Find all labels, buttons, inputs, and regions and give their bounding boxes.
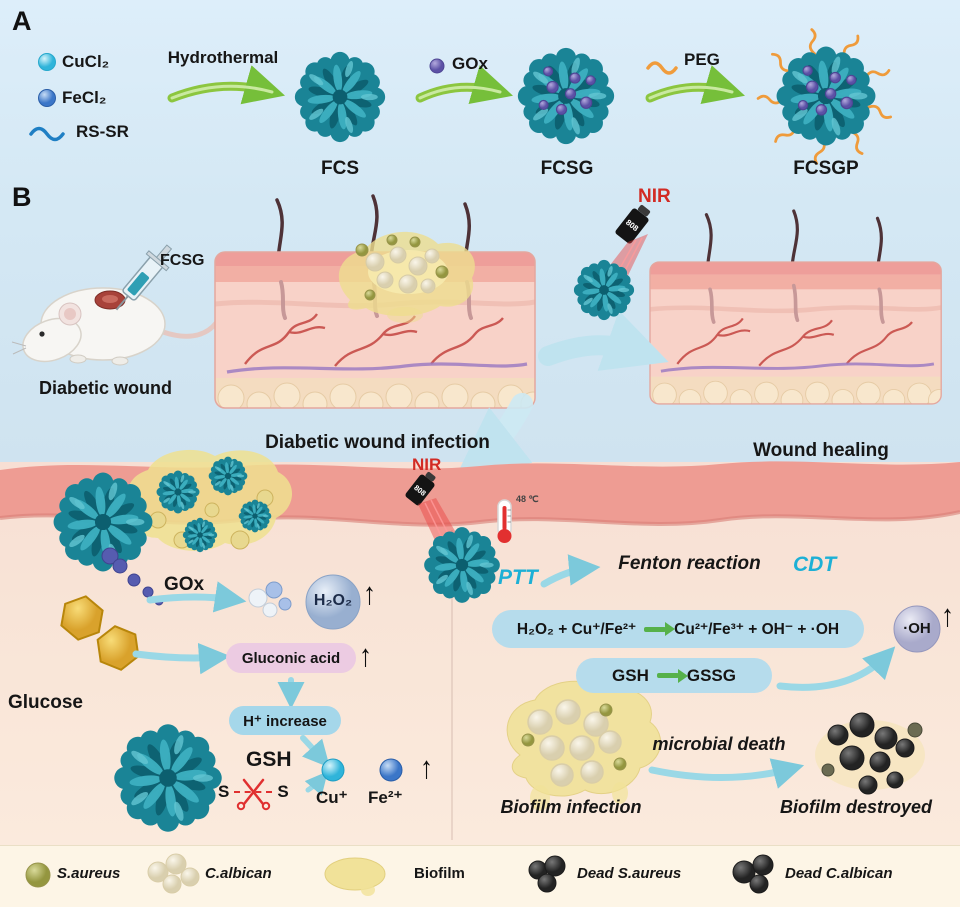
microbial-death-caption: microbial death [652, 734, 786, 754]
syringe-icon [115, 244, 173, 311]
peg-reagent-label: PEG [684, 50, 720, 69]
wound-healing-caption: Wound healing [753, 440, 889, 461]
fenton-rhs: Cu²⁺/Fe³⁺ + OH⁻ + ·OH [674, 620, 840, 638]
ptt-label: PTT [498, 566, 538, 589]
nir-label-b: NIR [638, 186, 671, 207]
biofilm-destroyed-caption: Biofilm destroyed [779, 797, 933, 817]
cucl2-icon [38, 53, 56, 71]
fcs-nanoflower-icon [294, 51, 386, 143]
disulfide-left: S [218, 782, 230, 801]
legend-rssr-label: RS-SR [76, 122, 129, 141]
fe-ion-icon [379, 758, 403, 782]
gox-reagent-label: GOx [452, 54, 488, 73]
cyan-arrows [132, 554, 896, 796]
thermometer-icon [497, 499, 512, 543]
biofilm-destroyed-icon [815, 712, 925, 795]
panel-a-label: A [12, 6, 32, 36]
legend-cucl2-label: CuCl₂ [62, 52, 110, 71]
s-aureus-cells-icon [355, 234, 449, 301]
fcs-label: FCS [321, 158, 359, 179]
legend-dead-c-albican-label: Dead C.albican [785, 865, 893, 882]
legend-icons [25, 853, 774, 896]
legend-fecl2-label: FeCl₂ [62, 88, 107, 107]
mechanism-graphics [0, 449, 960, 840]
reaction-arrow-icon [656, 668, 688, 683]
legend-c-albican-label: C.albican [205, 865, 272, 882]
ions-up-arrow-icon: ↑ [420, 749, 433, 785]
fcsgp-label: FCSGP [793, 158, 859, 179]
healing-arrow-icon [538, 310, 669, 371]
fcsg-label: FCSG [540, 158, 594, 179]
dead-s-aureus-legend-icon [528, 855, 566, 893]
infection-blob-icon [338, 231, 475, 323]
nir-label-bottom: NIR [412, 455, 442, 474]
oh-ball-label: ·OH [903, 620, 931, 637]
nir-laser-bottom-icon [405, 471, 436, 506]
h2o2-up-arrow-icon: ↑ [363, 575, 376, 611]
left-biofilm-icon [128, 449, 293, 553]
disulfide-bond: S S [218, 782, 308, 802]
biofilm-legend-icon [324, 857, 386, 896]
reaction-arrows-a [167, 65, 745, 105]
reaction-arrow-icon [644, 622, 676, 636]
fe-ion-label: Fe²⁺ [368, 788, 403, 807]
zoom-down-arrow-icon [455, 393, 533, 479]
legend-dead-s-aureus-label: Dead S.aureus [577, 865, 682, 882]
gluconic-up-arrow-icon: ↑ [359, 637, 372, 673]
fenton-equation-pill: H₂O₂ + Cu⁺/Fe²⁺ Cu²⁺/Fe³⁺ + OH⁻ + ·OH [492, 610, 864, 648]
fcsg-nanoflower-icon [517, 47, 615, 145]
peg-wave-icon [646, 61, 678, 75]
gsh-pill-label: GSH [612, 665, 649, 685]
gluconic-acid-pill: Gluconic acid [226, 643, 356, 673]
panel-b-label: B [12, 182, 32, 212]
healed-skin-block-icon [650, 211, 950, 411]
fcsgp-nanoflower-icon [756, 27, 894, 166]
cu-ion-icon [321, 758, 345, 782]
diabetic-wound-caption: Diabetic wound [38, 378, 172, 398]
cu-ion-label: Cu⁺ [316, 788, 348, 807]
oh-up-arrow-icon: ↑ [941, 597, 954, 633]
c-albican-cells-icon [365, 246, 440, 294]
gsh-gssg-pill: GSH GSSG [576, 658, 772, 693]
disulfide-right: S [277, 782, 289, 801]
h2o2-ball-label: H₂O₂ [313, 592, 353, 609]
s-aureus-legend-icon [25, 862, 51, 888]
hydrothermal-label: Hydrothermal [167, 48, 279, 67]
h2o2-molecule-icon [248, 581, 292, 618]
glucose-label: Glucose [8, 692, 83, 713]
glucose-hexagon-icon [58, 592, 106, 644]
glucose-hexagon-icon [95, 622, 141, 674]
gox-label-bottom: GOx [164, 574, 205, 595]
cdt-label: CDT [793, 553, 837, 576]
legend-biofilm-label: Biofilm [414, 865, 465, 882]
gox-dot-icon [429, 58, 445, 74]
infected-skin-caption: Diabetic wound infection [265, 432, 490, 453]
oh-radical-ball-icon [893, 605, 941, 653]
nir-laser-b-icon [615, 204, 651, 244]
disulfide-dash [234, 791, 273, 793]
biofilm-infection-blob-icon [506, 680, 661, 811]
gsh-nanoflower-icon [114, 724, 222, 832]
fenton-reaction-title: Fenton reaction [618, 553, 761, 574]
panel-b-graphics [11, 196, 950, 479]
mouse-icon [11, 287, 226, 366]
fenton-lhs: H₂O₂ + Cu⁺/Fe²⁺ [516, 620, 637, 638]
legend-s-aureus-label: S.aureus [57, 865, 121, 882]
gsh-label: GSH [246, 748, 292, 771]
nanoflower-b-icon [573, 259, 635, 321]
injection-label: FCSG [160, 252, 205, 269]
temperature-label: 48 ℃ [516, 494, 539, 504]
rssr-wave-icon [29, 126, 65, 142]
fecl2-icon [38, 89, 56, 107]
h-increase-pill: H⁺ increase [229, 706, 341, 735]
h2o2-ball-icon [305, 574, 361, 630]
heated-nanoflower-icon [424, 527, 500, 603]
panel-a-graphics [29, 27, 894, 166]
c-albican-legend-icon [147, 853, 200, 894]
biofilm-infection-caption: Biofilm infection [500, 797, 642, 817]
dead-c-albican-legend-icon [732, 854, 774, 894]
gssg-label: GSSG [686, 665, 736, 685]
